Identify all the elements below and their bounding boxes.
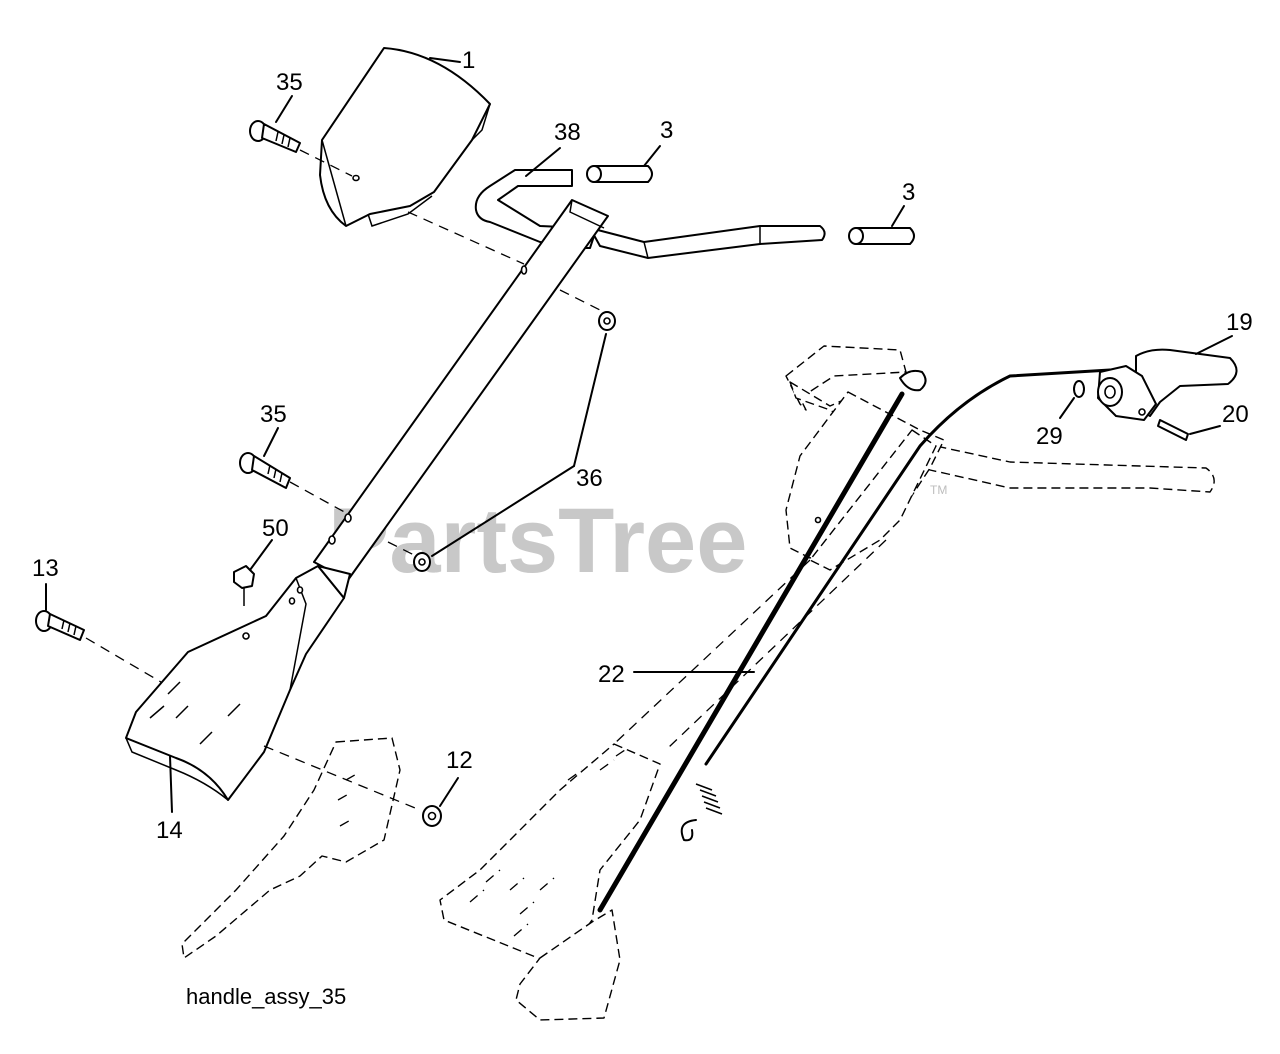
upper-handle-tube[interactable] <box>313 199 609 581</box>
part-20-pin[interactable] <box>1157 419 1189 441</box>
part-35-carriage-bolt-middle[interactable] <box>239 452 291 489</box>
part-12-nut[interactable] <box>422 805 442 827</box>
part-50-wing-nut[interactable] <box>233 565 255 606</box>
drive-cable[interactable] <box>704 368 1112 766</box>
callout-19: 19 <box>1226 309 1253 336</box>
leader-lines <box>45 57 1233 813</box>
callout-20: 20 <box>1222 401 1249 428</box>
callout-38: 38 <box>554 119 581 146</box>
callout-14: 14 <box>156 817 183 844</box>
callout-13: 13 <box>32 555 59 582</box>
part-35-carriage-bolt-top[interactable] <box>249 120 301 153</box>
callout-50: 50 <box>262 515 289 542</box>
right-handle-assembly-outline <box>439 345 1215 1021</box>
part-1-handle-cover[interactable] <box>319 47 491 227</box>
diagram-caption: handle_assy_35 <box>186 984 346 1009</box>
part-3-grip-b[interactable] <box>848 227 915 245</box>
callout-35-top: 35 <box>276 69 303 96</box>
return-spring[interactable] <box>680 783 723 842</box>
callout-35-middle: 35 <box>260 401 287 428</box>
callout-3-b: 3 <box>902 179 915 206</box>
part-14-lower-handle[interactable] <box>125 565 351 801</box>
callout-29: 29 <box>1036 423 1063 450</box>
part-29-spring-clip[interactable] <box>1073 380 1085 398</box>
part-36-nut-upper[interactable] <box>598 311 616 331</box>
part-13-carriage-bolt[interactable] <box>35 610 85 641</box>
watermark-trademark: TM <box>930 483 947 497</box>
part-3-grip-a[interactable] <box>586 165 653 183</box>
part-22-control-cable[interactable] <box>597 369 927 913</box>
part-19-control-lever[interactable] <box>1097 348 1238 421</box>
callout-1: 1 <box>462 47 475 74</box>
lower-frame-outline-left <box>181 737 401 959</box>
callout-22: 22 <box>598 661 625 688</box>
callout-12: 12 <box>446 747 473 774</box>
callout-36: 36 <box>576 465 603 492</box>
callout-3-a: 3 <box>660 117 673 144</box>
part-36-nut-lower[interactable] <box>413 552 431 572</box>
part-38-handlebar[interactable] <box>474 169 826 259</box>
